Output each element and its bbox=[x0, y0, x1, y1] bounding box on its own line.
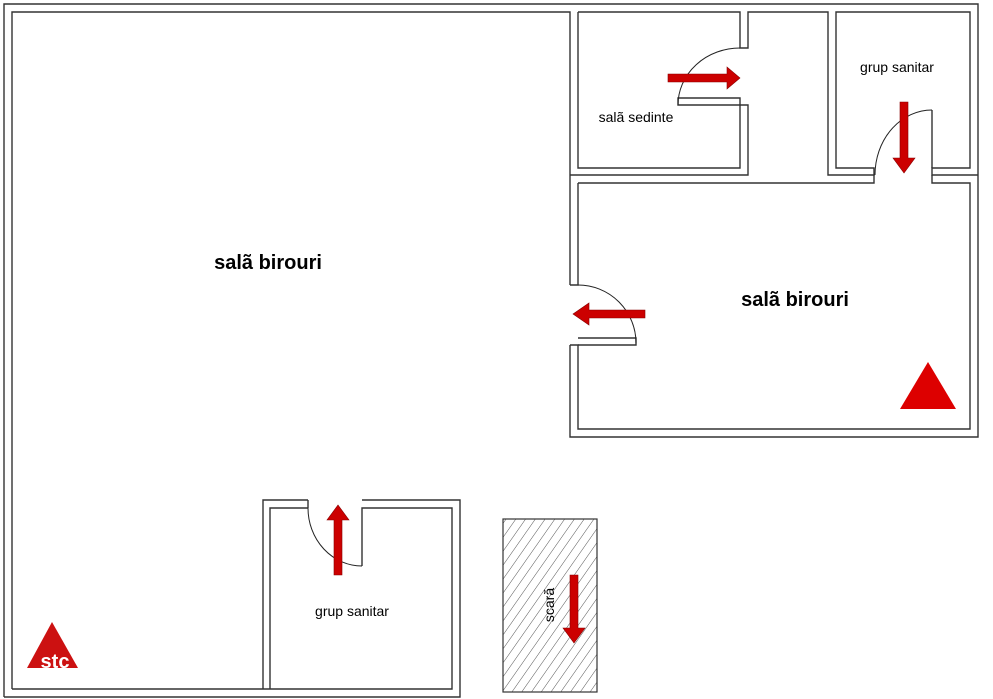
evacuation-arrows bbox=[326, 66, 916, 644]
extinguisher-marker-icon bbox=[900, 362, 956, 409]
label-meeting-room: salã sedinte bbox=[599, 109, 674, 125]
room-labels: salã birouri salã birouri salã sedinte g… bbox=[214, 59, 934, 622]
label-restroom-bottom: grup sanitar bbox=[315, 603, 389, 619]
arrow-down-icon bbox=[562, 574, 586, 644]
logo: stc bbox=[27, 622, 78, 673]
logo-text: stc bbox=[41, 651, 70, 673]
arrow-up-icon bbox=[326, 504, 350, 576]
label-restroom-top: grup sanitar bbox=[860, 59, 934, 75]
arrow-right-icon bbox=[667, 66, 741, 90]
label-office-right: salã birouri bbox=[741, 289, 849, 311]
arrow-left-icon bbox=[572, 302, 646, 326]
arrow-down-icon bbox=[892, 101, 916, 174]
door-swings bbox=[307, 47, 933, 567]
label-stairs: scară bbox=[541, 588, 557, 622]
label-office-left: salã birouri bbox=[214, 252, 322, 274]
walls bbox=[3, 3, 979, 698]
stairs-hatch bbox=[502, 518, 598, 693]
stairs bbox=[502, 518, 598, 693]
